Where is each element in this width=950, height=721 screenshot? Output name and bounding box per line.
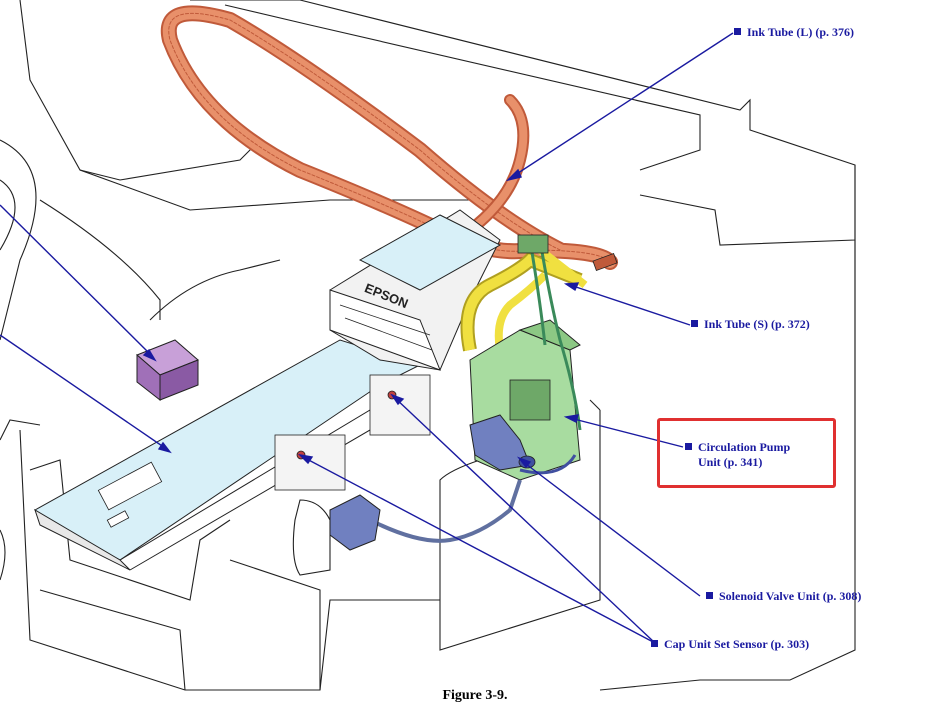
- callout-ink-tube-l: Ink Tube (L) (p. 376): [734, 25, 854, 40]
- figure-caption: Figure 3-9.: [442, 688, 508, 703]
- highlight-box: [657, 418, 836, 488]
- carriage-head: EPSON: [329, 209, 502, 371]
- callout-text: Solenoid Valve Unit (p. 308): [719, 589, 862, 603]
- bullet-square-icon: [651, 640, 658, 647]
- bullet-square-icon: [734, 28, 741, 35]
- cap-assembly: [274, 374, 522, 551]
- callout-circulation-pump: Circulation Pump Unit (p. 341): [685, 440, 790, 470]
- printer-body-outline: [0, 0, 856, 691]
- callout-text: Ink Tube (L) (p. 376): [747, 25, 855, 39]
- callout-solenoid-valve: Solenoid Valve Unit (p. 308): [706, 589, 861, 604]
- callout-text-line1: Circulation Pump: [698, 440, 791, 454]
- bullet-square-icon: [691, 320, 698, 327]
- callout-text-line2: Unit (p. 341): [698, 455, 763, 469]
- callout-text: Ink Tube (S) (p. 372): [704, 317, 810, 331]
- leader-lines: [0, 32, 734, 644]
- motor-unit: [136, 339, 199, 402]
- ink-tube-l: [160, 5, 618, 271]
- callout-ink-tube-s: Ink Tube (S) (p. 372): [691, 317, 810, 332]
- bullet-square-icon: [685, 443, 692, 450]
- callout-text: Cap Unit Set Sensor (p. 303): [664, 637, 810, 651]
- bullet-square-icon: [706, 592, 713, 599]
- callout-cap-unit-sensor: Cap Unit Set Sensor (p. 303): [651, 637, 809, 652]
